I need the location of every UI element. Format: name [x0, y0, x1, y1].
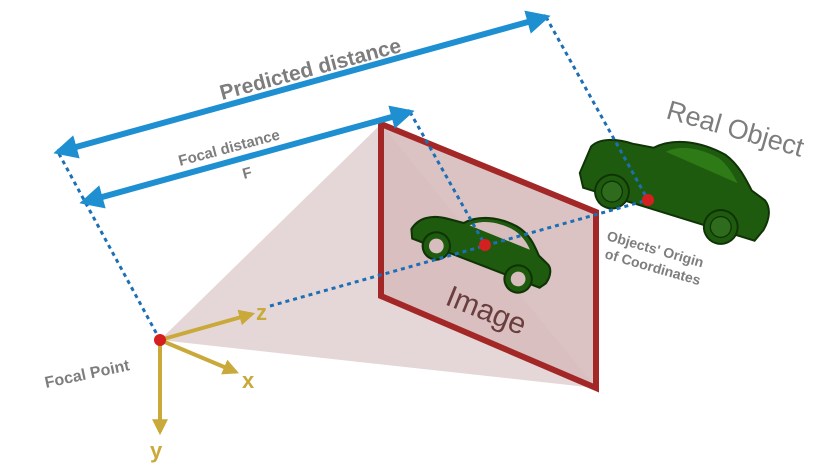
- x-axis: [159, 338, 239, 375]
- image-frame: [378, 119, 599, 393]
- car-icon: [410, 215, 552, 294]
- x-axis-label: x: [242, 368, 255, 393]
- optical-axis-line: [269, 198, 649, 308]
- predicted-distance-label: Predicted distance: [217, 34, 403, 105]
- object-origin-marker: [642, 194, 654, 206]
- focal-point-marker: [154, 334, 166, 346]
- y-axis-label: y: [150, 438, 163, 463]
- z-axis: [159, 309, 256, 342]
- focal-symbol-label: F: [241, 164, 254, 183]
- coordinate-axes: [152, 309, 256, 436]
- predicted-end-line: [544, 16, 650, 201]
- focal-point-to-predicted-line: [56, 151, 162, 341]
- z-axis-label: z: [256, 300, 267, 325]
- focal-point-label: Focal Point: [43, 357, 132, 392]
- image-origin-marker: [479, 239, 491, 251]
- predicted-distance-arrow: [53, 10, 551, 159]
- focal-distance-arrow: [79, 105, 415, 209]
